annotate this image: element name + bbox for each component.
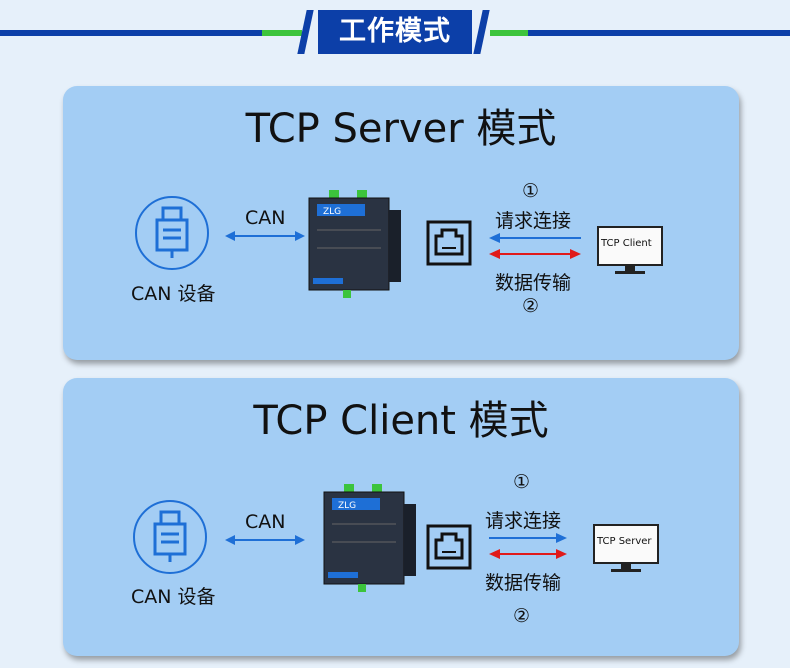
- request-arrow: [489, 233, 581, 243]
- can-double-arrow: [225, 231, 305, 241]
- server-mode-panel: TCP Server 模式 CAN 设备 CAN ZLG: [63, 86, 739, 360]
- server-monitor-icon: TCP Server: [593, 524, 659, 574]
- device-brand: ZLG: [323, 207, 341, 217]
- ethernet-port-icon: [426, 220, 472, 266]
- device-brand: ZLG: [338, 501, 356, 511]
- request-connection-label: 请求连接: [495, 210, 572, 232]
- client-mode-panel: TCP Client 模式 CAN 设备 CAN ZLG: [63, 378, 739, 656]
- panel-title: TCP Server 模式: [245, 106, 557, 152]
- transfer-double-arrow: [489, 549, 567, 559]
- header-accent-left: [262, 30, 302, 36]
- header-line-left: [0, 30, 262, 36]
- ethernet-port-icon: [426, 524, 472, 570]
- client-monitor-icon: TCP Client: [597, 226, 663, 276]
- can-device-label: CAN 设备: [131, 283, 216, 305]
- data-transfer-label: 数据传输: [495, 272, 572, 294]
- gateway-device-icon: ZLG: [303, 190, 401, 298]
- transfer-double-arrow: [489, 249, 581, 259]
- can-connector-icon: [133, 500, 207, 574]
- data-transfer-label: 数据传输: [485, 572, 562, 594]
- monitor-text: TCP Server: [597, 536, 652, 547]
- can-double-arrow: [225, 535, 305, 545]
- page-title: 工作模式: [318, 10, 472, 54]
- gateway-device-icon: ZLG: [318, 484, 416, 592]
- header-stripe: [473, 10, 490, 54]
- panel-title: TCP Client 模式: [253, 398, 549, 444]
- can-connector-icon: [135, 196, 209, 270]
- step-one-marker: ①: [522, 180, 540, 202]
- step-two-marker: ②: [522, 295, 540, 317]
- header-accent-right: [490, 30, 530, 36]
- step-one-marker: ①: [513, 471, 531, 493]
- monitor-text: TCP Client: [601, 238, 652, 249]
- header-line-right: [528, 30, 790, 36]
- step-two-marker: ②: [513, 605, 531, 627]
- request-arrow: [489, 533, 567, 543]
- can-device-label: CAN 设备: [131, 586, 216, 608]
- request-connection-label: 请求连接: [485, 510, 562, 532]
- can-label: CAN: [245, 207, 286, 229]
- can-label: CAN: [245, 511, 286, 533]
